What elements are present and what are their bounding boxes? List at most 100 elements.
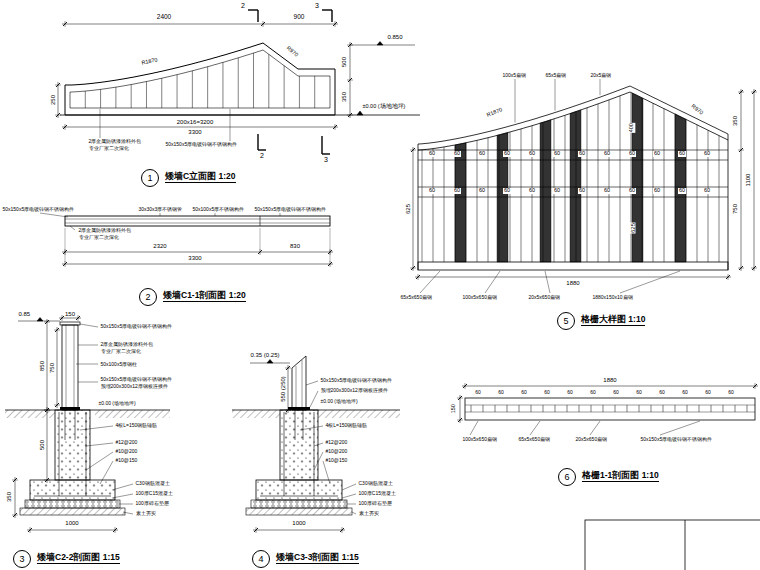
note-text: 65x5x650扁钢 <box>518 437 551 442</box>
flat-bar <box>686 119 687 262</box>
dimension-tick <box>63 22 67 26</box>
level-mark <box>267 360 273 364</box>
note-text: 50x150x5厚电镀锌钢不锈钢构件 <box>254 207 327 212</box>
extension-line <box>55 115 61 116</box>
dimension-text: 60 <box>478 188 485 194</box>
flat-bar <box>488 138 489 262</box>
leader-line <box>515 79 516 123</box>
grille-bar <box>268 54 269 108</box>
leader-line <box>123 512 133 514</box>
note-text: 素土夯实 <box>358 511 379 516</box>
wall-outline <box>65 43 335 115</box>
dimension-text: 60 <box>603 188 610 194</box>
note-text: 1880x150x10扁钢 <box>592 295 633 300</box>
leader-line <box>310 391 318 407</box>
flat-bar <box>483 405 484 412</box>
flat-bar <box>521 129 522 262</box>
extension-line <box>410 150 416 151</box>
rebar <box>314 412 315 496</box>
section-mark <box>248 9 258 10</box>
soil-hatch <box>95 410 170 418</box>
leader-line <box>323 461 330 484</box>
flat-bar <box>495 405 496 412</box>
extension-line <box>54 330 60 331</box>
anchor-bar <box>303 410 304 440</box>
extension-line <box>738 92 744 93</box>
note-text: 50x100x5厚不锈钢构件 <box>192 207 245 212</box>
dimension-text: 60 <box>428 188 435 194</box>
anchor-bar <box>65 410 66 440</box>
extension-line <box>78 315 79 321</box>
leader-line <box>100 461 113 484</box>
title-block <box>585 520 760 570</box>
note-text: 预埋200x300x12厚钢板连接件 <box>320 388 388 393</box>
flat-bar <box>567 405 568 412</box>
drawing-line <box>74 325 75 410</box>
dimension-line <box>253 530 345 531</box>
extension-line <box>285 368 291 369</box>
dimension-text: 60 <box>613 390 620 395</box>
soil-hatch <box>318 410 400 418</box>
leader-line <box>230 109 231 141</box>
dimension-line <box>57 327 58 408</box>
flat-bar <box>615 405 616 412</box>
callout-number: 6 <box>559 469 575 485</box>
note-text: 20x5x650扁钢 <box>575 437 608 442</box>
rebar <box>86 412 87 496</box>
dimension-text: 60 <box>578 188 585 194</box>
dimension-text: 1100 <box>745 173 751 187</box>
grille-bar <box>115 87 116 108</box>
extension-line <box>55 85 61 86</box>
dimension-text: 60 <box>659 390 666 395</box>
dimension-line <box>415 277 731 278</box>
rebar <box>284 412 285 496</box>
flat-bar <box>531 405 532 412</box>
leader-line <box>215 213 216 216</box>
drawing-line <box>465 412 755 413</box>
dimension-text: R1870 <box>486 107 504 119</box>
dimension-line <box>58 82 59 118</box>
dimension-line <box>15 477 16 518</box>
leader-line <box>530 421 540 435</box>
leader-line <box>80 426 113 430</box>
grille-bar <box>161 78 162 108</box>
extension-line <box>115 527 116 533</box>
dimension-text: #10@200 <box>325 449 348 454</box>
note-text: 专业厂家二次深化 <box>88 146 129 151</box>
flat-bar <box>543 122 544 262</box>
dimension-tick <box>258 250 262 254</box>
flat-bar <box>747 405 748 412</box>
section-mark <box>331 10 332 22</box>
note-text: 专业厂家二次深化 <box>78 235 119 240</box>
dimension-text: 2 <box>241 2 246 9</box>
anchor-bar <box>75 410 76 440</box>
dimension-tick <box>340 528 344 532</box>
leader-line <box>342 484 356 490</box>
section-mark <box>322 9 332 10</box>
dimension-tick <box>261 22 265 26</box>
extension-line <box>65 249 66 255</box>
dimension-text: 60 <box>653 151 660 157</box>
dimension-text: 60 <box>503 188 510 194</box>
extension-line <box>54 405 60 406</box>
flat-bar <box>499 135 500 262</box>
callout-number: 4 <box>253 551 269 567</box>
grille-bar <box>207 67 208 108</box>
callout-circle: 5格栅大样图 1:10 <box>557 312 575 330</box>
flat-bar <box>466 143 467 262</box>
extension-line <box>457 420 463 421</box>
dimension-text: 850 <box>39 360 45 371</box>
dimension-text: 60 <box>553 188 560 194</box>
level-mark <box>357 111 363 115</box>
flat-bar <box>675 405 676 412</box>
dimension-text: #12@200 <box>325 440 348 445</box>
note-text: 100x5x650扁钢 <box>462 437 497 442</box>
dimension-tick <box>55 403 59 407</box>
dimension-text: R970 <box>285 45 299 58</box>
note-text: 100厚碎石垫层 <box>135 501 169 506</box>
dimension-tick <box>739 148 743 152</box>
leader-line <box>600 79 601 95</box>
concrete-pier <box>280 410 318 480</box>
dimension-text: 60 <box>475 390 482 395</box>
dimension-text: 60 <box>503 151 510 157</box>
